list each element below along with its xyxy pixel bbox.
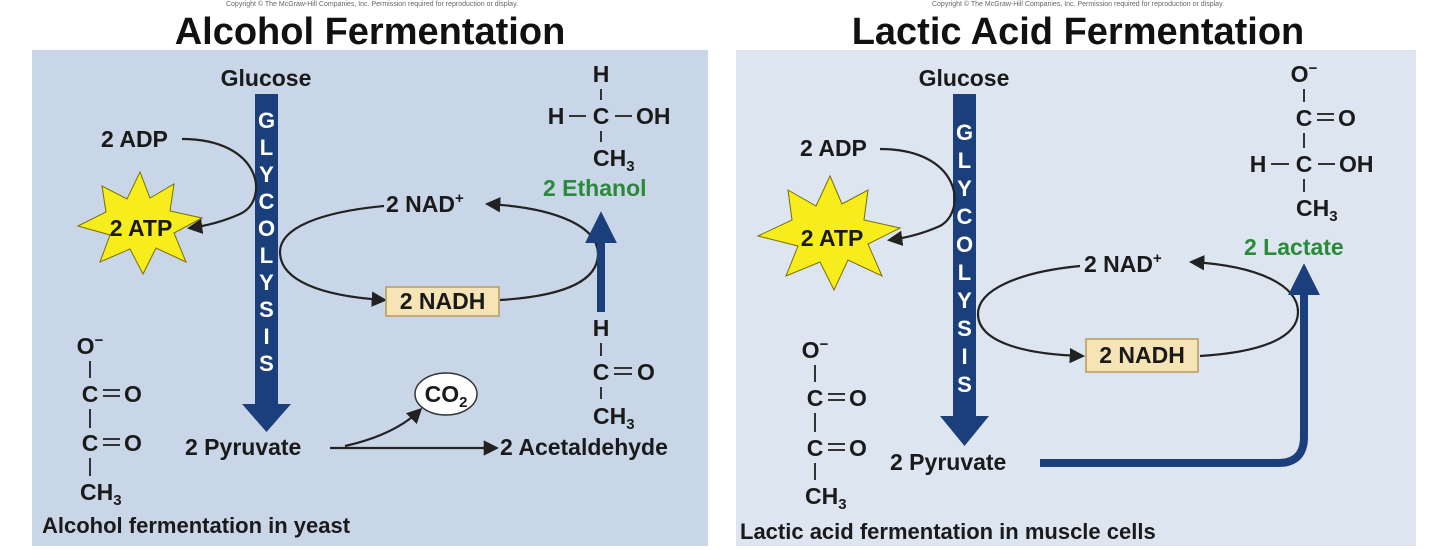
glycolysis-letter: Y [259,270,274,295]
atom: CH3 [593,145,635,175]
atom: OH [1339,151,1374,177]
alcohol-ethanol-label: 2 Ethanol [543,175,647,201]
atom: CH3 [593,403,635,433]
atom: O [124,430,142,456]
lactic-pyruvate-label: 2 Pyruvate [890,449,1006,475]
atom: O− [77,332,104,359]
alcohol-caption: Alcohol fermentation in yeast [42,513,351,538]
glycolysis-letter: I [961,344,967,369]
atom: CH3 [805,483,847,513]
atom: C [1296,151,1313,177]
glycolysis-letter: G [956,120,973,145]
lactate-structure: O− C O H C OH CH3 [1250,60,1374,225]
alcohol-nadh-box [385,286,500,317]
lactic-glycolysis-arrow [940,94,989,446]
atom: O− [1291,60,1318,87]
atom: O [1338,105,1356,131]
lactic-pyruvate-structure: O− C O C O CH3 [802,336,867,513]
lactic-atp-label: 2 ATP [801,225,864,251]
alcohol-nad-label: 2 NAD+ [386,190,464,217]
alcohol-nadh-label: 2 NADH [400,288,486,314]
alcohol-title: Alcohol Fermentation [175,11,566,53]
lactic-reduction-arrow [1040,263,1320,467]
glycolysis-letter: C [957,204,973,229]
glycolysis-letter: O [956,232,973,257]
glycolysis-letter: S [957,316,972,341]
atom: O [849,385,867,411]
alcohol-atp-star-icon [76,170,204,276]
lactic-lactate-label: 2 Lactate [1244,234,1344,260]
alcohol-fermentation-panel: Alcohol Fermentation Glucose G L Y C O L… [32,11,708,546]
atom: O [849,435,867,461]
alcohol-co2-label: CO2 [425,381,468,411]
alcohol-adp-label: 2 ADP [101,126,168,152]
alcohol-pyruvate-structure: O− C O C O CH3 [77,332,142,509]
atom: H [593,315,610,341]
glycolysis-letter: I [263,324,269,349]
alcohol-atp-label: 2 ATP [110,215,173,241]
atom: CH3 [1296,195,1338,225]
atom: C [1296,105,1313,131]
lactic-nadh-box [1085,338,1199,373]
atom: H [548,103,565,129]
lactic-title: Lactic Acid Fermentation [852,11,1305,53]
copyright-left: Copyright © The McGraw-Hill Companies, I… [226,0,518,8]
alcohol-co2-arrow [344,407,423,448]
glycolysis-letter: C [259,189,275,214]
glycolysis-letter: S [259,297,274,322]
atom: H [593,61,610,87]
lactic-nadh-label: 2 NADH [1099,342,1185,368]
glycolysis-letter: L [260,135,273,160]
lactic-caption: Lactic acid fermentation in muscle cells [740,519,1156,544]
copyright-right: Copyright © The McGraw-Hill Companies, I… [932,0,1224,8]
alcohol-pyruvate-label: 2 Pyruvate [185,434,301,460]
atom: OH [636,103,671,129]
lactic-nad-label: 2 NAD+ [1084,250,1162,277]
atom: C [807,435,824,461]
atom: O [124,381,142,407]
glycolysis-letter: S [957,372,972,397]
glycolysis-letter: Y [957,288,972,313]
acetaldehyde-structure: H C O CH3 [593,315,655,433]
atom: H [1250,151,1267,177]
lactic-nad-to-nadh-arrow [976,264,1086,364]
lactic-glycolysis-letters: G L Y C O L Y S I S [956,120,973,397]
lactic-glucose-label: Glucose [919,65,1010,91]
lactic-nadh-to-nad-arrow [1188,255,1300,358]
atom: C [82,430,99,456]
glycolysis-letter: G [258,108,275,133]
alcohol-acetaldehyde-label: 2 Acetaldehyde [500,434,668,460]
glycolysis-letter: S [259,351,274,376]
atom: C [593,103,610,129]
glycolysis-letter: L [260,243,273,268]
atom: C [82,381,99,407]
glycolysis-letter: L [958,148,971,173]
alcohol-co2-bubble [414,372,478,416]
glycolysis-letter: Y [259,162,274,187]
lactic-panel-background [736,50,1416,546]
alcohol-glycolysis-letters: G L Y C O L Y S I S [258,108,275,376]
alcohol-adp-atp-arrow [181,137,258,235]
alcohol-glycolysis-arrow [242,94,291,432]
atom: O− [802,336,829,363]
ethanol-structure: H H C OH CH3 [548,61,671,175]
atom: CH3 [80,479,122,509]
glycolysis-letter: O [258,216,275,241]
alcohol-glucose-label: Glucose [221,65,312,91]
atom: C [593,359,610,385]
lactic-atp-star-icon [756,174,902,292]
lactic-adp-label: 2 ADP [800,135,867,161]
lactic-adp-atp-arrow [879,147,956,247]
glycolysis-letter: L [958,260,971,285]
glycolysis-letter: Y [957,176,972,201]
atom: O [637,359,655,385]
atom: C [807,385,824,411]
alcohol-nad-to-nadh-arrow [278,204,388,307]
lactic-fermentation-panel: Lactic Acid Fermentation Glucose G L Y C… [736,11,1416,546]
